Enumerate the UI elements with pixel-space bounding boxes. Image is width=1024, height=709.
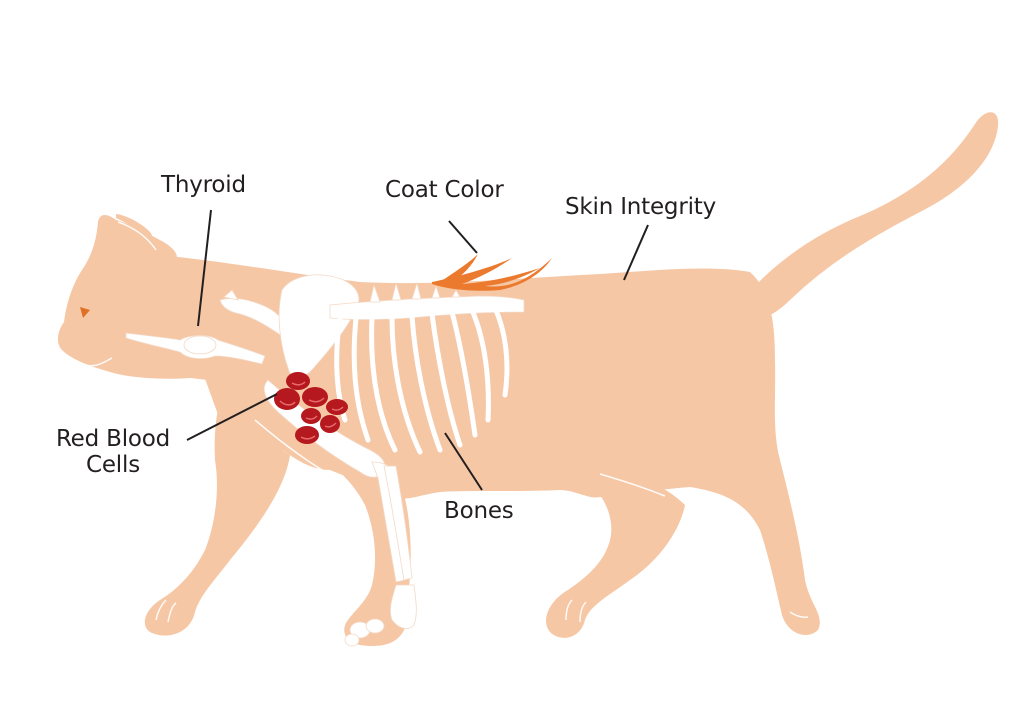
coat-color-label: Coat Color xyxy=(385,177,504,203)
red-blood-cells-icon xyxy=(274,372,348,444)
skin-integrity-label: Skin Integrity xyxy=(565,194,717,220)
red-blood-cells-label-line2: Cells xyxy=(86,452,140,479)
bones-leader-line xyxy=(444,432,483,491)
red-blood-cells-leader-line xyxy=(186,393,278,441)
red-blood-cells-label-line1: Red Blood xyxy=(55,426,171,452)
leader-lines xyxy=(186,209,649,491)
thyroid-label: Thyroid xyxy=(161,172,246,198)
red-blood-cells-label: Red Blood Cells xyxy=(48,426,178,479)
thyroid-gland-icon xyxy=(125,332,266,365)
skin-integrity-leader-line xyxy=(623,224,649,281)
bones-label: Bones xyxy=(444,498,514,524)
eye-icon xyxy=(80,307,90,318)
skeleton-icon xyxy=(125,274,525,647)
body-contour-lines xyxy=(85,221,809,623)
fur-strands-icon xyxy=(432,254,552,291)
thyroid-leader-line xyxy=(197,209,212,327)
coat-color-leader-line xyxy=(448,220,478,254)
